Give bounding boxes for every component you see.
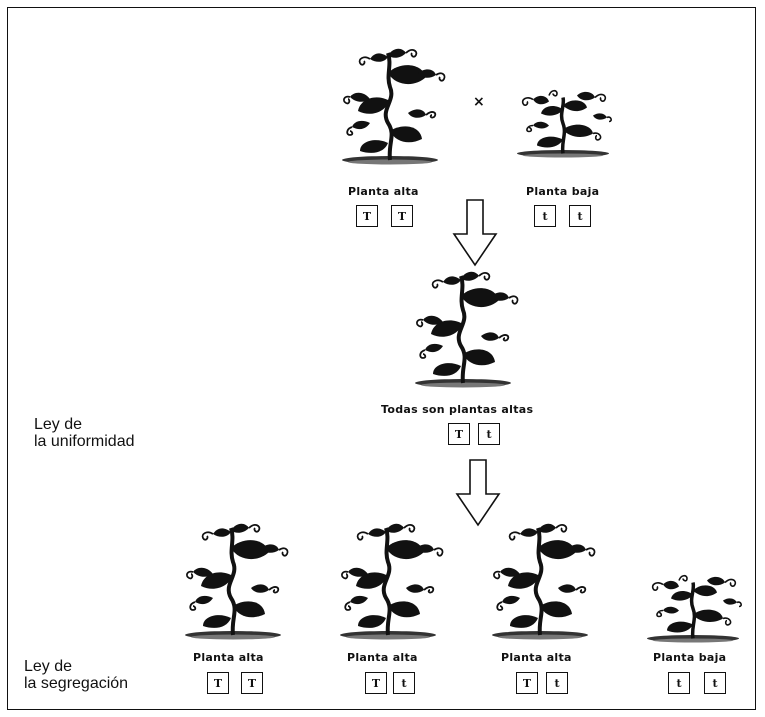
law-segregation-line1: Ley de bbox=[24, 658, 73, 675]
gene-box: t bbox=[393, 672, 415, 694]
tall-pea-plant-icon bbox=[173, 513, 293, 648]
f2-caption: Planta alta bbox=[347, 651, 418, 664]
gene-box: T bbox=[516, 672, 538, 694]
gene-box: t bbox=[704, 672, 726, 694]
tall-pea-plant-icon bbox=[403, 261, 523, 396]
law-uniformity-line2: la uniformidad bbox=[34, 433, 135, 450]
short-pea-plant-icon bbox=[643, 568, 743, 648]
law-uniformity-label: Ley de la uniformidad bbox=[34, 416, 135, 450]
gene-box: t bbox=[668, 672, 690, 694]
gene-box: T bbox=[207, 672, 229, 694]
law-segregation-line2: la segregación bbox=[24, 675, 129, 692]
parent-tall-caption: Planta alta bbox=[348, 185, 419, 198]
cross-symbol: × bbox=[473, 94, 485, 110]
gene-box: T bbox=[365, 672, 387, 694]
tall-pea-plant-icon bbox=[330, 38, 450, 173]
parent-short-caption: Planta baja bbox=[526, 185, 600, 198]
gene-box: T bbox=[356, 205, 378, 227]
gene-box: t bbox=[546, 672, 568, 694]
f1-caption: Todas son plantas altas bbox=[381, 403, 534, 416]
law-uniformity-line1: Ley de bbox=[34, 416, 83, 433]
f2-caption: Planta baja bbox=[653, 651, 727, 664]
diagram-frame: × Planta alta Planta baja T T t t Todas … bbox=[7, 7, 756, 710]
tall-pea-plant-icon bbox=[328, 513, 448, 648]
f2-caption: Planta alta bbox=[193, 651, 264, 664]
gene-box: t bbox=[478, 423, 500, 445]
gene-box: T bbox=[448, 423, 470, 445]
down-arrow-icon bbox=[450, 198, 500, 268]
gene-box: T bbox=[241, 672, 263, 694]
tall-pea-plant-icon bbox=[480, 513, 600, 648]
gene-box: t bbox=[534, 205, 556, 227]
law-segregation-label: Ley de la segregación bbox=[24, 658, 128, 692]
f2-caption: Planta alta bbox=[501, 651, 572, 664]
short-pea-plant-icon bbox=[513, 83, 613, 163]
gene-box: t bbox=[569, 205, 591, 227]
gene-box: T bbox=[391, 205, 413, 227]
